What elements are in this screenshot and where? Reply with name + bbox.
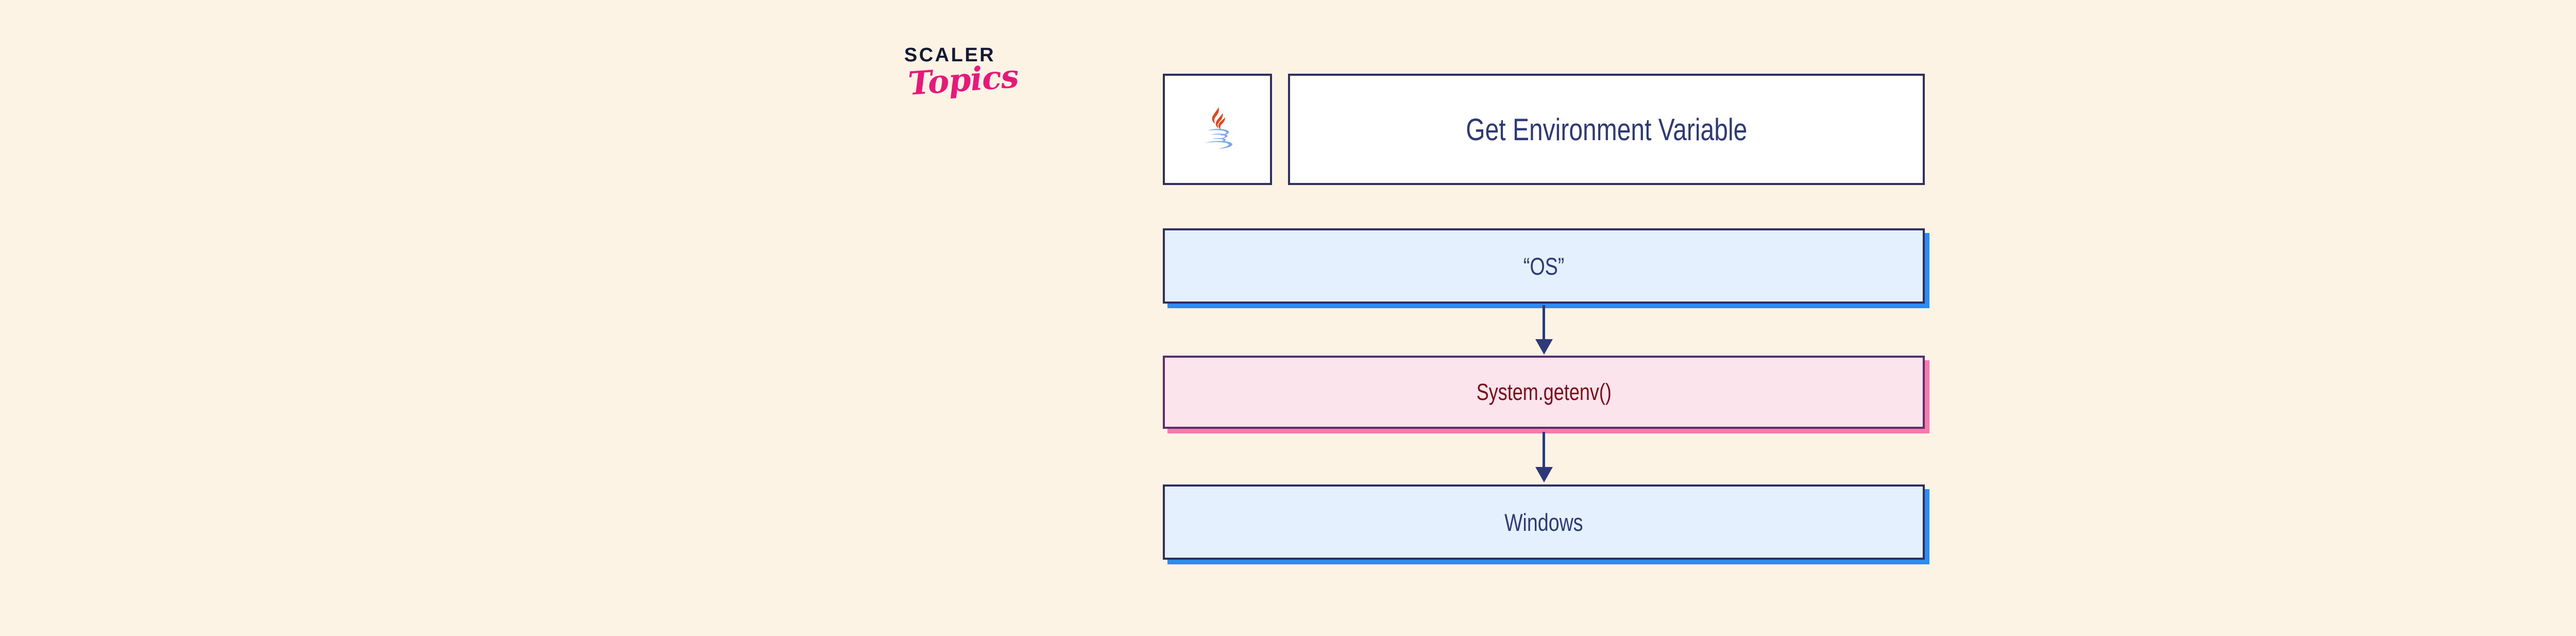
arrow-head xyxy=(1535,467,1553,482)
diagram-title-box: Get Environment Variable xyxy=(1288,74,1925,185)
flow-node-method-label: System.getenv() xyxy=(1476,379,1612,405)
arrow-head xyxy=(1535,339,1553,355)
diagram-title-face: Get Environment Variable xyxy=(1288,74,1925,185)
flow-node-method: System.getenv() xyxy=(1163,356,1929,433)
logo-topics-wordmark: Topics xyxy=(907,57,1020,103)
java-icon xyxy=(1206,107,1232,149)
java-icon-box xyxy=(1163,74,1272,185)
flow-node-method-face: System.getenv() xyxy=(1163,356,1925,429)
page-title: Get Environment Variable xyxy=(1465,112,1748,147)
arrow-stem xyxy=(1543,432,1545,469)
flow-node-output-face: Windows xyxy=(1163,484,1925,560)
logo-scaler-wordmark: SCALER xyxy=(904,44,996,66)
scaler-topics-logo: SCALER Topics xyxy=(893,45,1032,128)
flow-node-output-label: Windows xyxy=(1504,508,1583,536)
arrow-stem xyxy=(1543,305,1545,341)
flow-node-output: Windows xyxy=(1163,484,1929,564)
flow-node-input-label: “OS” xyxy=(1523,252,1565,280)
flow-node-input-face: “OS” xyxy=(1163,228,1925,304)
arrow-input-to-method-icon xyxy=(1534,305,1554,356)
java-icon-box-face xyxy=(1163,74,1272,185)
flow-node-input: “OS” xyxy=(1163,228,1929,308)
arrow-method-to-output-icon xyxy=(1534,432,1554,484)
